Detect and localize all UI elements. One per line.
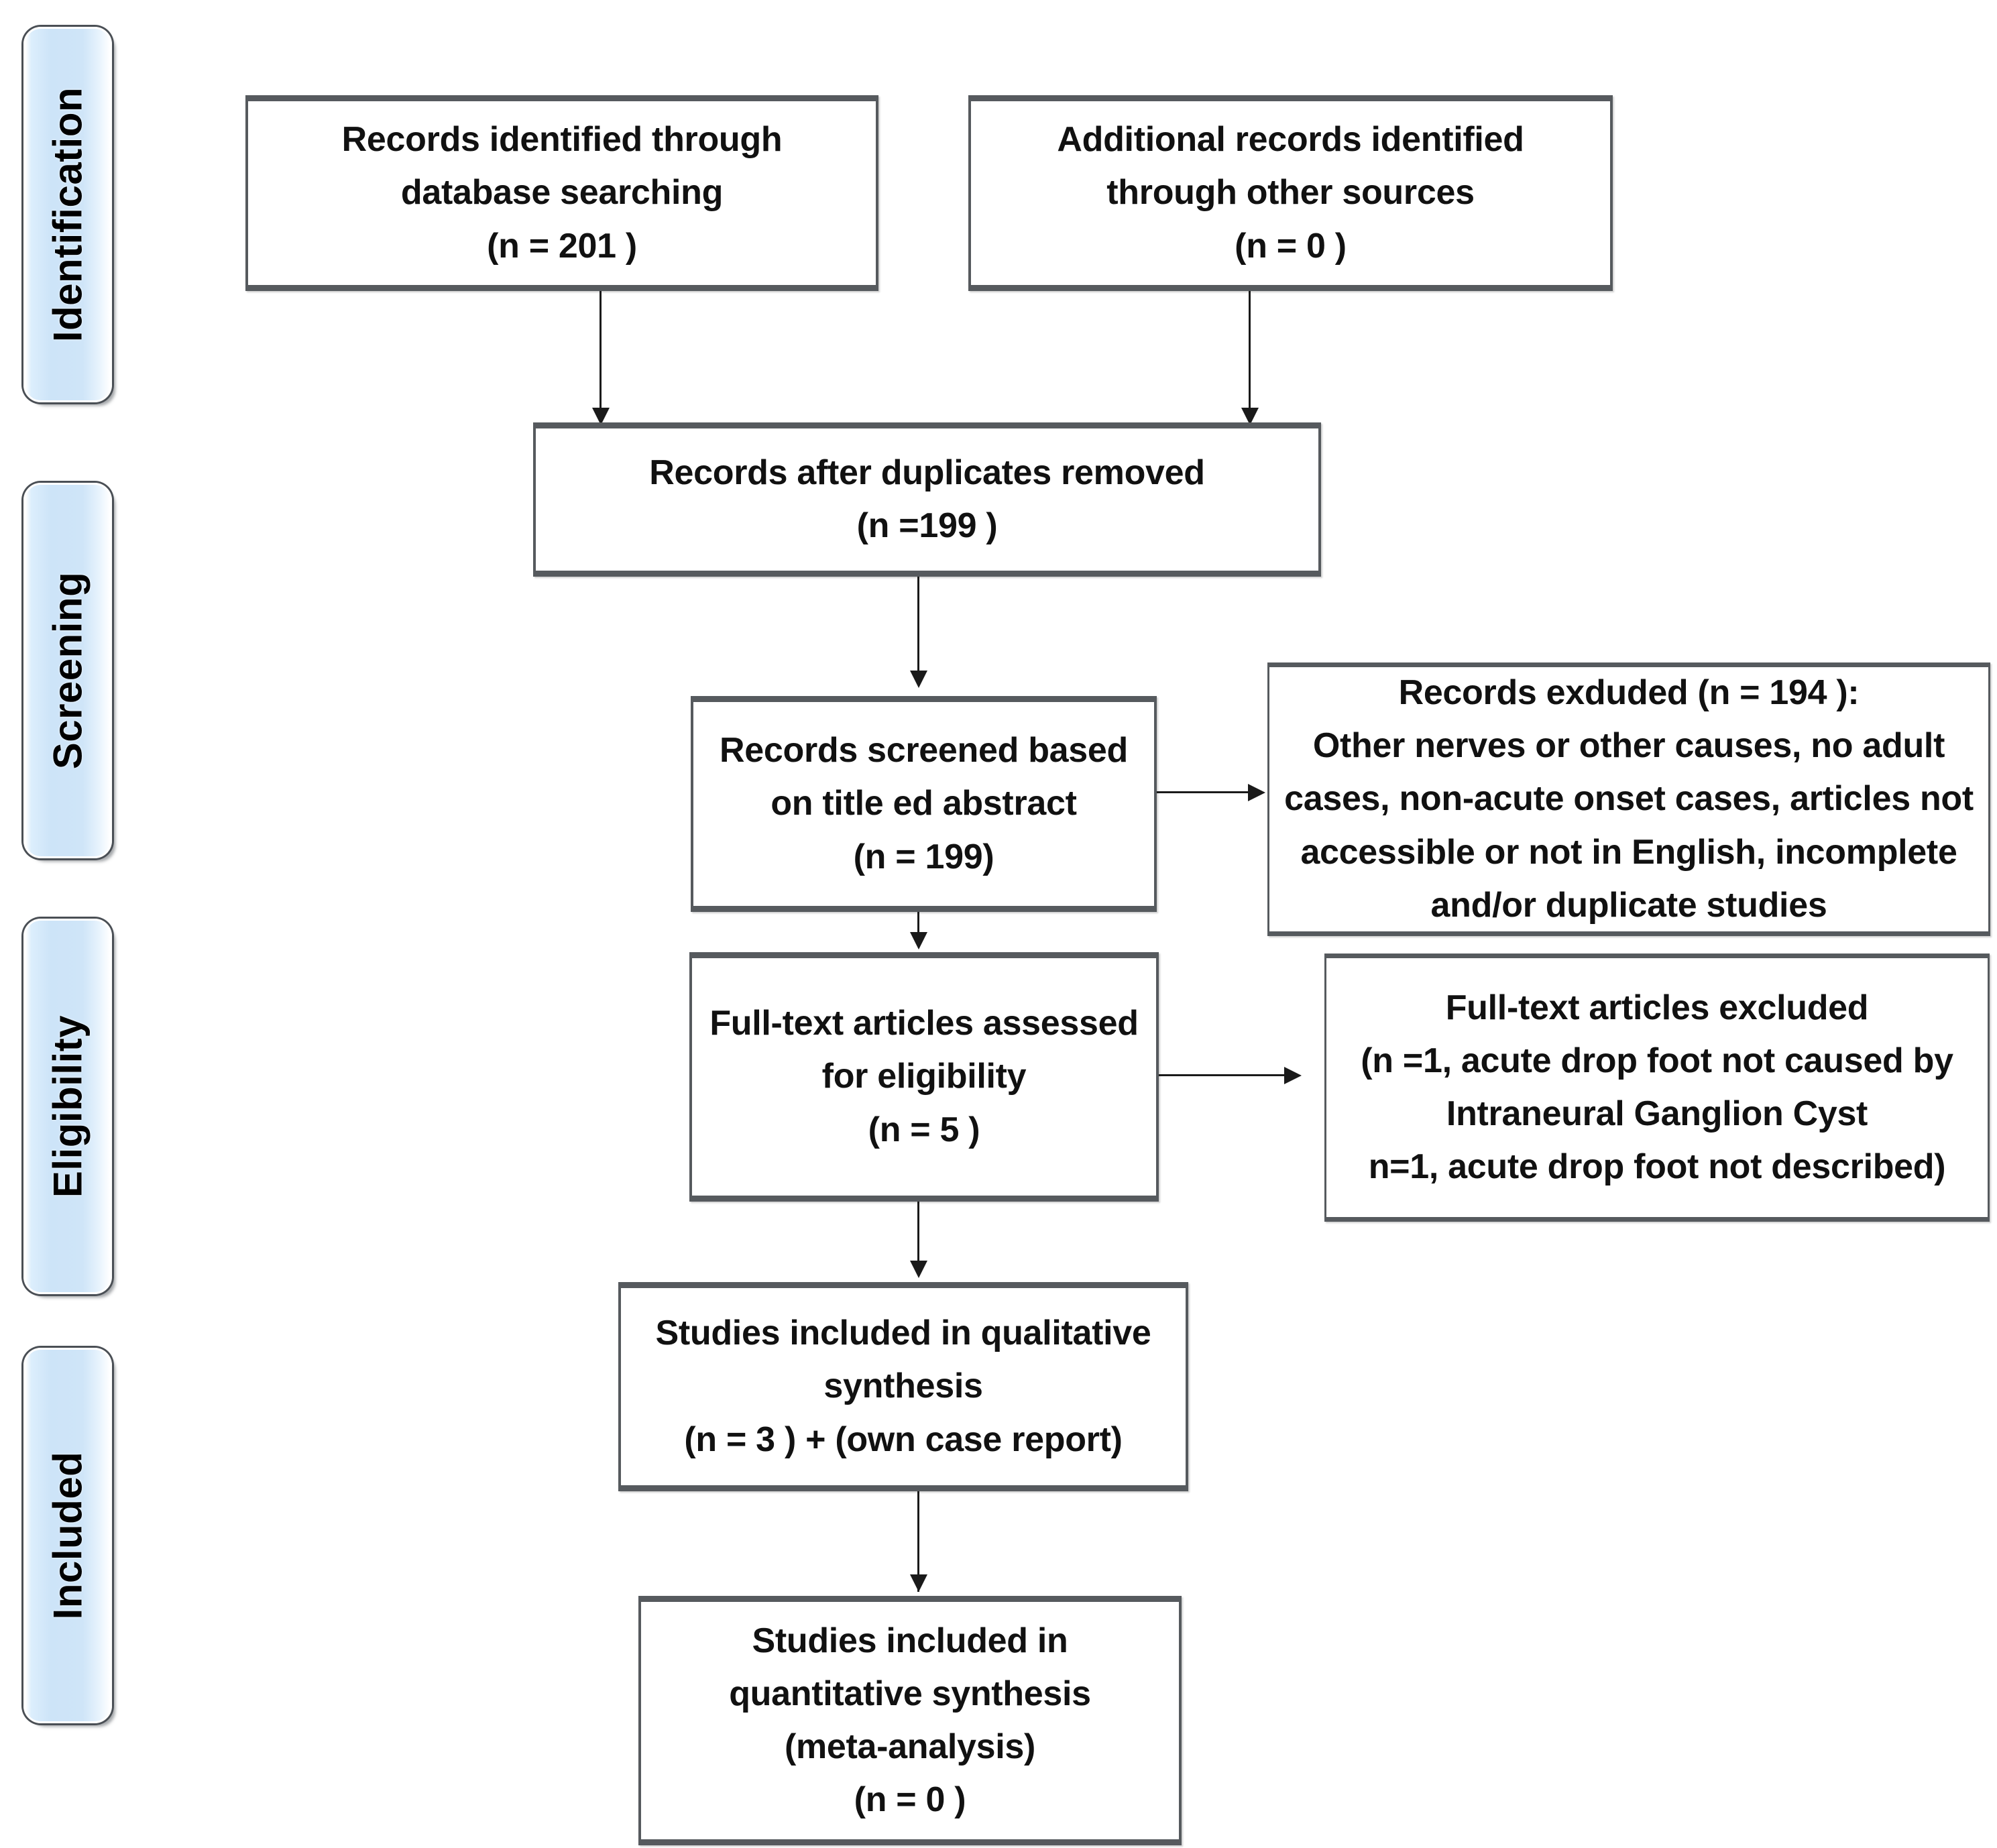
box-records-after-duplicates-removed: Records after duplicates removed (n =199… — [533, 422, 1321, 577]
arrowhead-fulltext-to-excluded — [1284, 1067, 1302, 1084]
connector-database-to-duplicates — [600, 291, 602, 425]
box-records-excluded: Records exduded (n = 194 ): Other nerves… — [1267, 662, 1990, 936]
connector-other-sources-to-duplicates — [1249, 291, 1251, 425]
box-text-quantitative-synthesis: Studies included in quantitative synthes… — [729, 1621, 1091, 1820]
box-text-records-screened: Records screened based on title ed abstr… — [719, 731, 1129, 876]
arrowhead-duplicates-to-screened — [910, 671, 927, 688]
stage-tab-screening: Screening — [23, 483, 112, 858]
box-records-identified-database: Records identified through database sear… — [245, 95, 878, 291]
box-fulltext-assessed: Full-text articles assessed for eligibil… — [689, 952, 1159, 1202]
box-text-fulltext-excluded: Full-text articles excluded (n =1, acute… — [1361, 988, 1953, 1187]
connector-fulltext-to-qualitative — [917, 1202, 919, 1275]
arrowhead-qualitative-to-quantitative — [910, 1574, 927, 1592]
stage-label-eligibility: Eligibility — [45, 1015, 91, 1198]
arrowhead-screened-to-fulltext — [910, 932, 927, 949]
stage-label-identification: Identification — [45, 86, 91, 343]
box-text-additional-records-other-sources: Additional records identified through ot… — [1057, 120, 1524, 266]
box-text-records-excluded: Records exduded (n = 194 ): Other nerves… — [1284, 673, 1974, 925]
box-records-screened: Records screened based on title ed abstr… — [691, 696, 1157, 912]
box-text-qualitative-synthesis: Studies included in qualitative synthesi… — [655, 1314, 1151, 1459]
connector-qualitative-to-quantitative — [917, 1491, 919, 1592]
connector-fulltext-to-excluded — [1159, 1074, 1286, 1076]
box-additional-records-other-sources: Additional records identified through ot… — [968, 95, 1613, 291]
connector-screened-to-excluded — [1157, 791, 1250, 793]
stage-tab-eligibility: Eligibility — [23, 919, 112, 1294]
arrowhead-database-to-duplicates — [592, 408, 610, 425]
stage-tab-identification: Identification — [23, 27, 112, 402]
arrowhead-fulltext-to-qualitative — [910, 1261, 927, 1278]
arrowhead-other-sources-to-duplicates — [1241, 408, 1259, 425]
stage-tab-included: Included — [23, 1348, 112, 1723]
stage-label-screening: Screening — [45, 571, 91, 770]
box-text-records-after-duplicates-removed: Records after duplicates removed (n =199… — [649, 453, 1205, 545]
stage-label-included: Included — [45, 1451, 91, 1620]
box-fulltext-excluded: Full-text articles excluded (n =1, acute… — [1324, 954, 1990, 1222]
connector-screened-to-fulltext — [917, 912, 919, 939]
box-qualitative-synthesis: Studies included in qualitative synthesi… — [618, 1282, 1188, 1491]
arrowhead-screened-to-excluded — [1248, 784, 1265, 801]
connector-duplicates-to-screened — [917, 577, 919, 677]
box-text-records-identified-database: Records identified through database sear… — [341, 120, 783, 266]
box-quantitative-synthesis: Studies included in quantitative synthes… — [638, 1596, 1182, 1845]
box-text-fulltext-assessed: Full-text articles assessed for eligibil… — [709, 1004, 1139, 1149]
